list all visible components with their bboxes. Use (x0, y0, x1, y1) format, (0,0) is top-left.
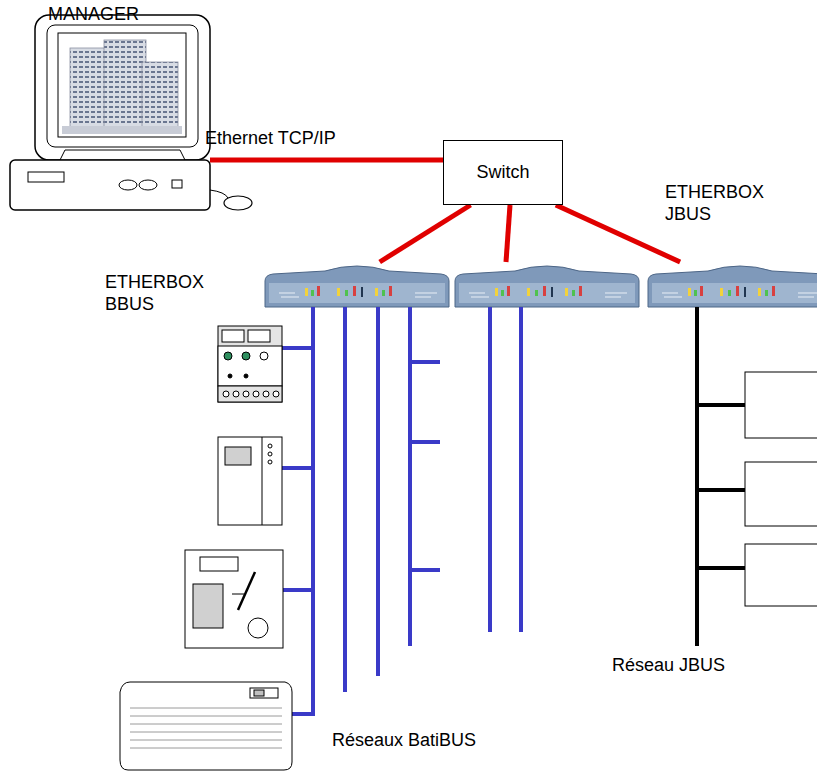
batibus-lines (282, 307, 521, 716)
etherbox-device (648, 266, 817, 307)
din-module (218, 326, 282, 402)
jbus-device (745, 372, 817, 606)
edge-label: Ethernet TCP/IP (205, 128, 336, 150)
node-label: Switch (476, 162, 529, 184)
ethernet-link (380, 205, 471, 262)
network-label: Réseau JBUS (612, 655, 725, 677)
node-heading: ETHERBOX BBUS (105, 272, 220, 315)
network-label: Réseaux BatiBUS (332, 730, 476, 752)
node-heading: ETHERBOX JBUS (665, 182, 805, 225)
jbus-lines (697, 307, 745, 646)
etherbox-device (265, 266, 449, 307)
computer-illustration (10, 15, 252, 210)
control-panel (185, 550, 283, 648)
node-heading: MANAGER (48, 4, 188, 26)
room-thermostat (218, 437, 282, 525)
fan-coil-unit (120, 682, 292, 770)
switch-box: Switch (443, 140, 563, 205)
ethernet-link (506, 205, 510, 262)
etherbox-device (455, 266, 639, 307)
ethernet-link (210, 157, 443, 162)
ethernet-link (556, 205, 680, 262)
etherbox-device: ETHERBOX JBUS (648, 262, 817, 308)
manager-computer: MANAGER (10, 4, 210, 210)
etherbox-device: ETHERBOX BBUS (265, 262, 450, 308)
